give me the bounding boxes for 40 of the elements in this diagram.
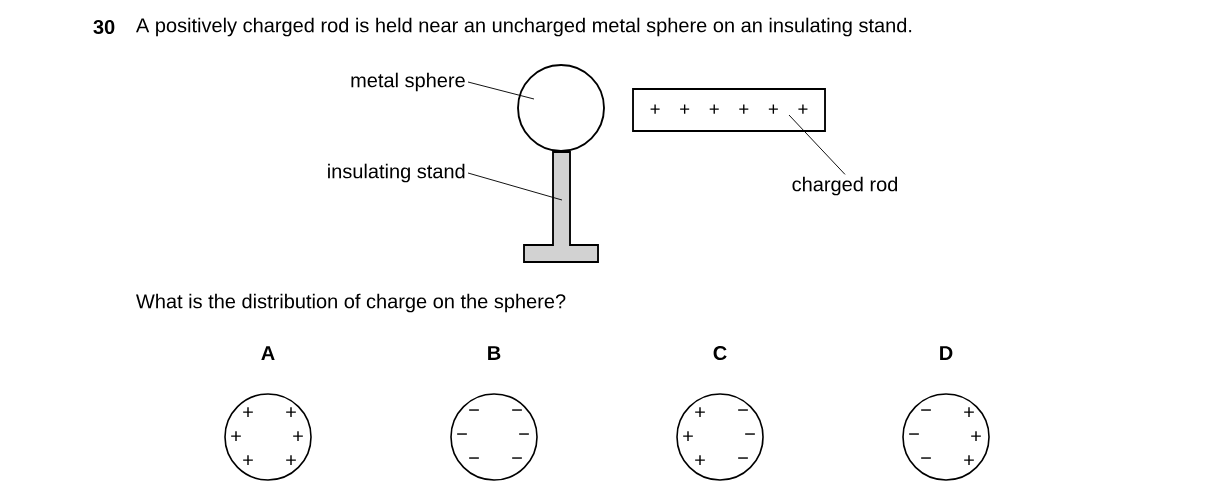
charge-sign: −	[457, 433, 467, 435]
charge-sign: +	[243, 407, 253, 417]
option-letter: D	[940, 346, 953, 360]
question-number: 30	[93, 19, 115, 35]
question-text: What is the distribution of charge on the sphere?	[136, 293, 566, 313]
option-letter: B	[488, 346, 501, 360]
leader-line	[788, 114, 846, 175]
charge-sign: +	[293, 431, 303, 441]
charge-sign: +	[964, 455, 974, 465]
charge-sign: −	[469, 457, 479, 459]
insulating-stand	[523, 151, 599, 263]
charge-sign: +	[231, 431, 241, 441]
leader-line	[467, 172, 563, 201]
leader-line	[467, 81, 535, 100]
charge-sign: +	[695, 455, 705, 465]
option-letter: C	[713, 345, 727, 361]
charge-sign: +	[695, 407, 705, 417]
charge-sign: −	[512, 457, 522, 459]
charge-sign: +	[286, 455, 296, 465]
charge-sign: −	[512, 409, 522, 411]
charge-sign: +	[964, 407, 974, 417]
charge-sign: +	[243, 455, 253, 465]
label-text: metal sphere	[351, 72, 465, 92]
charge-sign: −	[738, 409, 748, 411]
charge-sign: +	[683, 431, 693, 441]
charged-rod: + + + + + +	[632, 88, 826, 132]
label-text: charged rod	[792, 176, 898, 196]
charge-sign: −	[738, 457, 748, 459]
charge-sign: −	[745, 433, 755, 435]
charge-sign: +	[971, 431, 981, 441]
label-text: insulating stand	[328, 163, 465, 183]
charge-sign: −	[921, 409, 931, 411]
metal-sphere	[517, 64, 605, 152]
charge-sign: −	[921, 457, 931, 459]
option-letter: A	[261, 346, 275, 360]
charge-sign: +	[286, 407, 296, 417]
charge-sign: −	[519, 433, 529, 435]
charge-sign: −	[909, 433, 919, 435]
charge-sign: −	[469, 409, 479, 411]
question-text: A positively charged rod is held near an uncharged metal sphere on an insulating stand.	[136, 17, 912, 37]
